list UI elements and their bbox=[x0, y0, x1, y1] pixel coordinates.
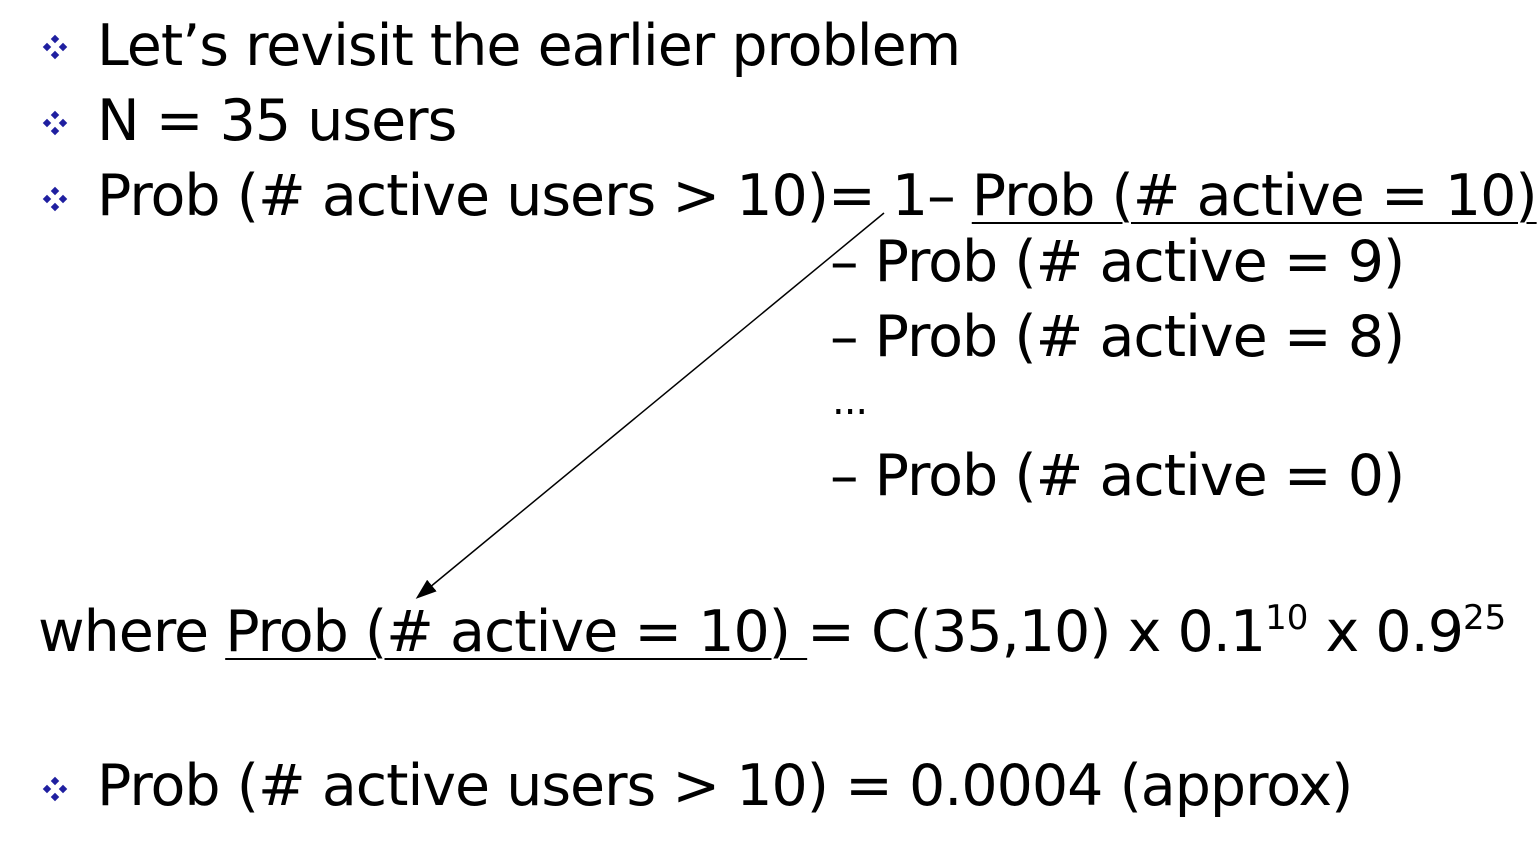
bullet-icon bbox=[42, 776, 68, 802]
connector-arrow bbox=[415, 212, 885, 599]
prob-line: Prob (# active users > 10)= 1– Prob (# a… bbox=[97, 168, 1537, 225]
where-times: x 0.9 bbox=[1308, 599, 1465, 665]
bullet-icon bbox=[42, 34, 68, 60]
prob-first-term: Prob (# active = 10) bbox=[971, 163, 1537, 229]
subtraction-term-0: – Prob (# active = 0) bbox=[830, 443, 1405, 509]
where-prefix: where bbox=[38, 599, 226, 665]
bullet-text-2: N = 35 users bbox=[97, 88, 457, 154]
exponent-10: 10 bbox=[1265, 598, 1309, 638]
where-equals: = C(35,10) x 0.1 bbox=[807, 599, 1266, 665]
subtraction-ellipsis: ... bbox=[832, 378, 868, 424]
result-text: Prob (# active users > 10) = 0.0004 (app… bbox=[97, 753, 1353, 819]
bullet-icon bbox=[42, 110, 68, 136]
subtraction-term-9: – Prob (# active = 9) bbox=[830, 229, 1405, 295]
where-term: Prob (# active = 10) bbox=[225, 599, 808, 665]
where-line: where Prob (# active = 10) = C(35,10) x … bbox=[38, 601, 1506, 661]
subtraction-term-8: – Prob (# active = 8) bbox=[830, 304, 1405, 370]
prob-line-lhs: Prob (# active users > 10)= 1– bbox=[97, 163, 972, 229]
bullet-text-1: Let’s revisit the earlier problem bbox=[97, 13, 961, 79]
bullet-icon bbox=[42, 186, 68, 212]
exponent-25: 25 bbox=[1463, 598, 1507, 638]
